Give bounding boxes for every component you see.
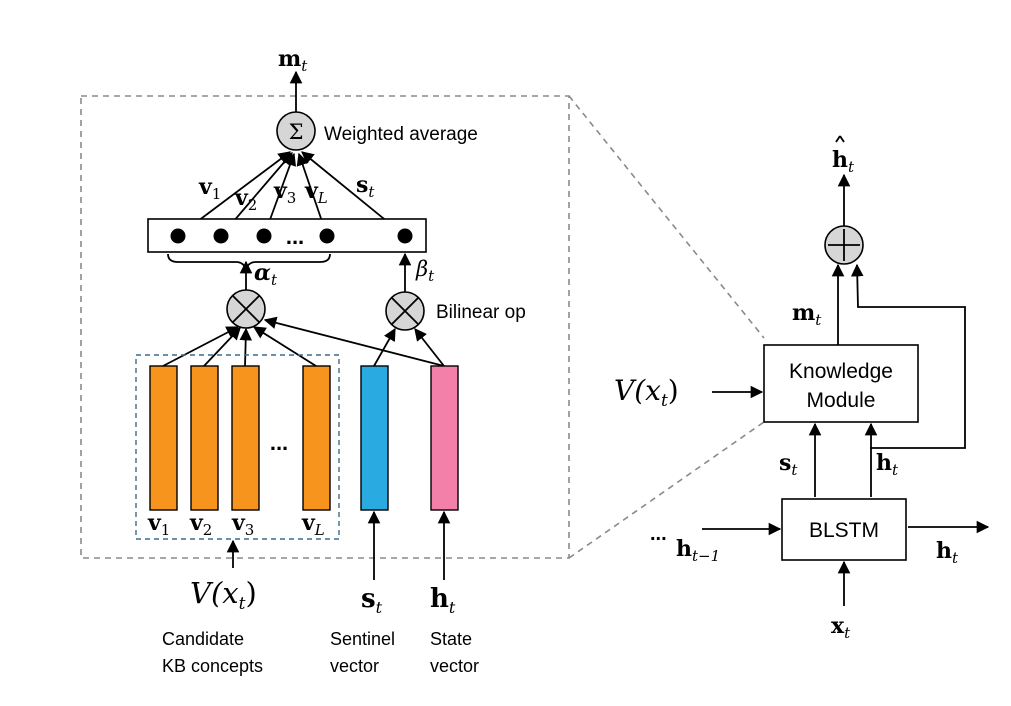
h-prev-label: ht−1 (676, 536, 720, 565)
v1-attn-label: v1 (198, 174, 221, 203)
concept-bar-v3 (231, 365, 260, 511)
caption-sentinel-line2: vector (330, 656, 379, 676)
V-func-label: V(xt) (190, 576, 257, 614)
candidate-concepts-box (135, 354, 340, 540)
sentinel-bar (360, 365, 389, 511)
attention-dot-s (397, 228, 413, 244)
arrow-pink-to-mult-beta (414, 328, 445, 367)
blstm-box (781, 498, 907, 561)
attention-dot-L (319, 228, 335, 244)
arrow-bar3-to-mult (239, 327, 252, 367)
alpha-brace (167, 253, 331, 271)
zoom-connector-top (568, 95, 765, 339)
bar-vL-label: vL (301, 510, 325, 539)
knowledge-module-box (763, 344, 919, 423)
attention-dots-ellipsis: ... (286, 224, 304, 249)
caption-candidate-line2: KB concepts (162, 656, 263, 676)
alpha-label: αt (254, 260, 278, 289)
h-t-right-label: ht (876, 450, 899, 479)
state-bar (430, 365, 459, 511)
m-t-top-label: mt (278, 46, 308, 75)
dots-left-label: ... (650, 523, 667, 545)
bar-v2-label: v2 (189, 510, 212, 539)
bar-v1-label: v1 (147, 510, 170, 539)
h-hat-accent (835, 135, 841, 143)
v3-attn-label: v3 (273, 178, 296, 207)
concept-bar-v2 (190, 365, 219, 511)
m-t-right-label: mt (792, 300, 822, 329)
h-hat-label: ht (832, 147, 855, 176)
h-t-bottom-label: ht (430, 584, 456, 617)
s-t-bottom-label: st (361, 584, 383, 617)
h-t-out-label: ht (936, 538, 959, 567)
caption-candidate-line1: Candidate (162, 629, 244, 649)
blstm-label: BLSTM (809, 519, 879, 542)
caption-sentinel-line1: Sentinel (330, 629, 395, 649)
concept-bars-ellipsis: ... (270, 430, 288, 455)
attention-dot-2 (213, 228, 229, 244)
zoom-box (80, 95, 570, 559)
v2-attn-label: v2 (234, 185, 257, 214)
s-t-attn-label: st (356, 172, 375, 201)
attention-dot-1 (170, 228, 186, 244)
caption-state-line2: vector (430, 656, 479, 676)
arrow-pink-to-mult-alpha (263, 316, 445, 367)
arrow-barL-to-mult (252, 326, 317, 367)
s-t-right-label: st (779, 450, 798, 479)
weighted-average-label: Weighted average (324, 124, 478, 145)
beta-label: βt (415, 257, 435, 285)
bilinear-op-label: Bilinear op (436, 302, 526, 323)
skip-connection (850, 263, 966, 497)
concept-bar-vL (302, 365, 331, 511)
arrow-blue-to-mult-beta (373, 327, 396, 367)
multiply-alpha-x2 (232, 295, 260, 323)
attention-dot-3 (256, 228, 272, 244)
concept-bar-v1 (149, 365, 178, 511)
arrow-bar2-to-mult (203, 327, 241, 367)
x-t-label: xt (831, 613, 851, 642)
arrow-bar1-to-mult (162, 326, 240, 367)
attention-weights-box (147, 218, 427, 253)
knowledge-module-line1: Knowledge (789, 360, 893, 383)
vL-attn-label: vL (304, 178, 328, 207)
h-hat-accent-2 (839, 135, 845, 143)
caption-state-line1: State (430, 629, 472, 649)
zoom-connector-bottom (568, 421, 765, 559)
sum-node (276, 111, 316, 151)
sum-symbol: Σ (289, 120, 304, 144)
V-func-right-label: V(xt) (614, 374, 679, 411)
bar-v3-label: v3 (231, 510, 254, 539)
knowledge-module-line2: Module (807, 389, 876, 412)
multiply-beta-x2 (391, 297, 419, 325)
